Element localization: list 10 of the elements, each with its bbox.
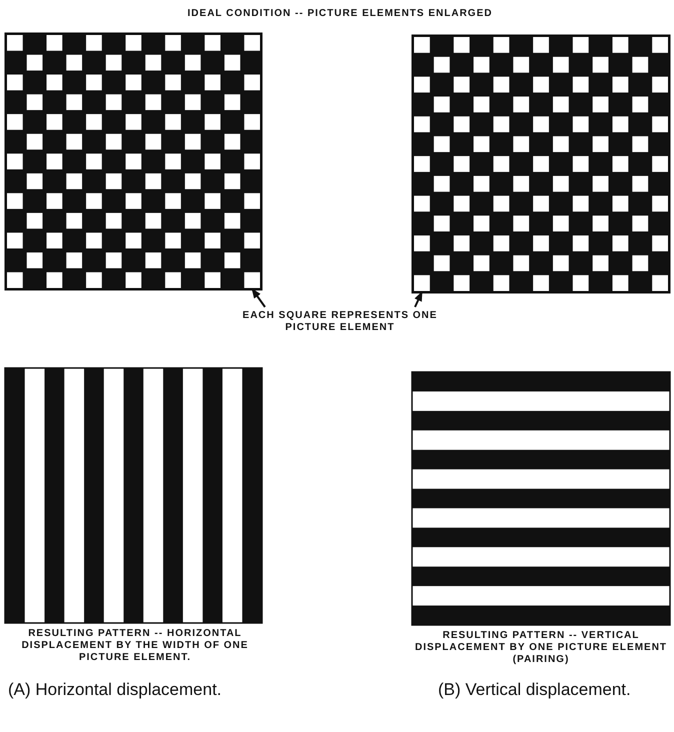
figure-caption: (A) Horizontal displacement. <box>8 680 222 700</box>
leader-line <box>414 291 423 308</box>
caption: RESULTING PATTERN -- HORIZONTAL DISPLACEMENT BY THE WIDTH OF ONE PICTURE ELEMENT. <box>20 628 250 664</box>
picture-element-square <box>414 275 430 291</box>
callout-text: EACH SQUARE REPRESENTS ONE PICTURE ELEMENT <box>235 310 445 334</box>
figure-caption: (B) Vertical displacement. <box>438 680 631 700</box>
leader-line <box>251 288 266 308</box>
caption: RESULTING PATTERN -- VERTICAL DISPLACEMENT BY ONE PICTURE ELEMENT (PAIRING) <box>414 630 668 666</box>
heading: IDEAL CONDITION -- PICTURE ELEMENTS ENLARGED <box>186 8 494 20</box>
picture-element-square <box>244 272 260 288</box>
